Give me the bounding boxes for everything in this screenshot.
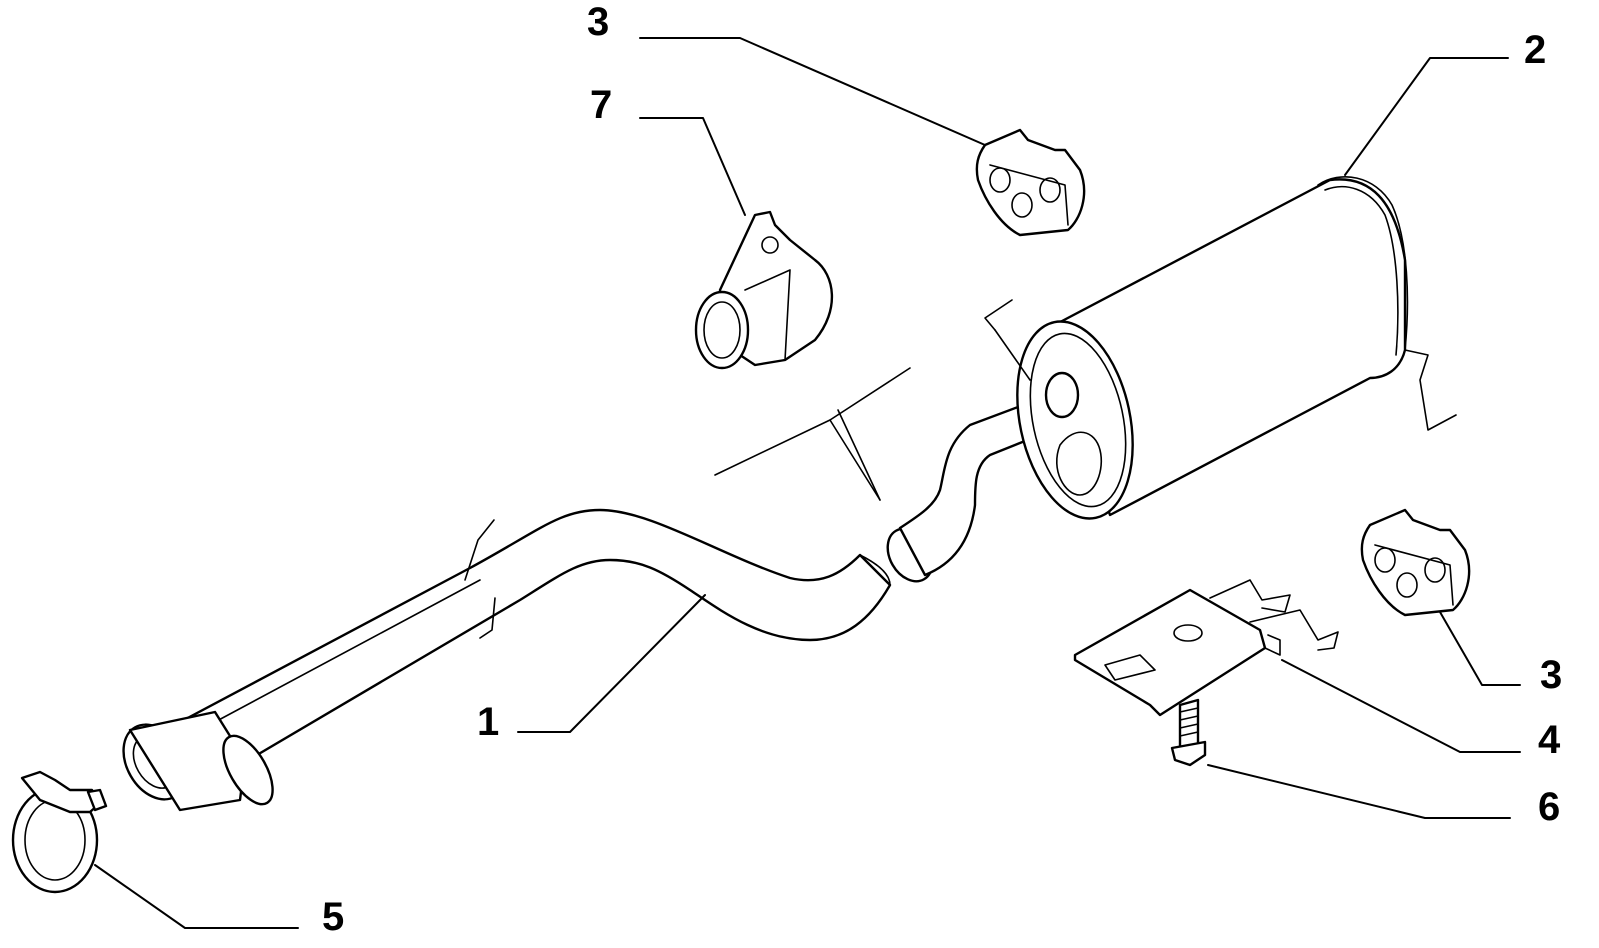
callout-4: 4 (1538, 718, 1561, 762)
pipe-clamp (694, 210, 834, 370)
leader-1 (517, 594, 706, 733)
callout-2: 2 (1524, 28, 1546, 72)
callout-3-upper: 3 (587, 0, 609, 44)
leader-7 (639, 117, 746, 216)
rubber-hanger-upper (975, 128, 1086, 237)
leader-6 (1207, 764, 1511, 819)
band-clamp (11, 770, 108, 894)
callout-1: 1 (477, 700, 499, 744)
leader-lines (94, 37, 1521, 929)
leader-4 (1281, 659, 1521, 753)
leader-2 (1344, 57, 1509, 176)
rear-silencer (886, 176, 1457, 583)
assembly-reference-marks (714, 367, 911, 501)
leader-3-upper (639, 37, 986, 146)
callout-6: 6 (1538, 785, 1560, 829)
callout-5: 5 (322, 895, 344, 939)
callout-7: 7 (590, 83, 612, 127)
callout-labels: 1 2 3 3 4 5 6 7 (322, 0, 1562, 939)
bolt (1170, 698, 1207, 767)
rubber-hanger-lower (1360, 508, 1471, 617)
leader-3-lower (1439, 611, 1521, 686)
leader-5 (94, 864, 299, 929)
heat-shield-bracket (1073, 579, 1339, 717)
callout-3-lower: 3 (1540, 653, 1562, 697)
exhaust-pipe (122, 508, 892, 812)
